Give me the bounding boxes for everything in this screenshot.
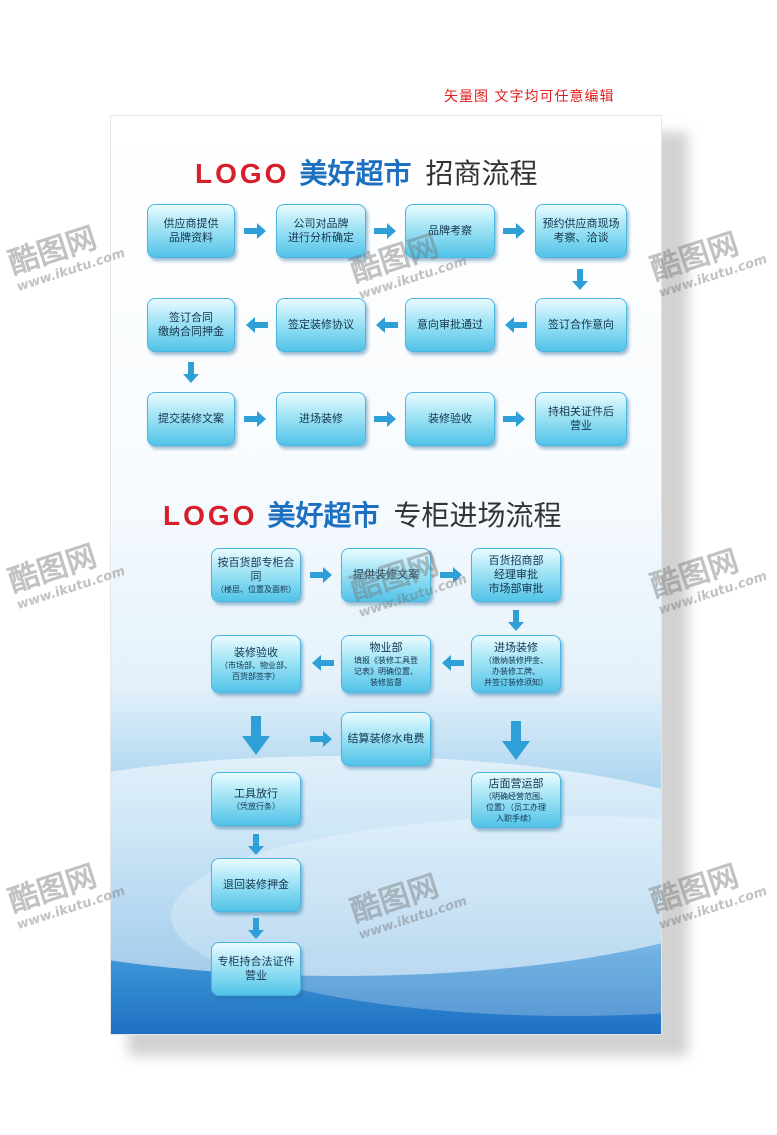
flow-step-site-visit: 预约供应商现场 考察、洽谈 [535, 204, 627, 258]
flow-step-contract-deposit: 签订合同 缴纳合同押金 [147, 298, 235, 352]
arrow-left-icon [505, 317, 527, 333]
flow-step-settle-utilities: 结算装修水电费 [341, 712, 431, 766]
arrow-down-icon [242, 716, 270, 755]
step-title: 物业部 [369, 640, 403, 654]
flow-step-decoration-check: 装修验收 [405, 392, 495, 446]
arrow-down-icon [572, 269, 588, 290]
arrow-left-icon [442, 655, 464, 671]
flow-step-manager-approval: 百货招商部 经理审批 市场部审批 [471, 548, 561, 602]
arrow-right-icon [503, 223, 525, 239]
flow-step-refund-deposit: 退回装修押金 [211, 858, 301, 912]
arrow-left-icon [246, 317, 268, 333]
flow-step-brand-analysis: 公司对品牌 进行分析确定 [276, 204, 366, 258]
wave-decoration [111, 756, 661, 976]
arrow-right-icon [310, 731, 332, 747]
step-detail: 填报《装修工具登 记表》明确位置、 装修监督 [354, 655, 418, 687]
store-name: 美好超市 [299, 157, 412, 190]
arrow-left-icon [312, 655, 334, 671]
step-title: 按百货部专柜合同 [217, 555, 295, 583]
flow-step-supply-brand: 供应商提供 品牌资料 [147, 204, 235, 258]
step-detail: （市场部、物业部、 百货部签字） [220, 661, 292, 681]
process-name: 专柜进场流程 [393, 499, 562, 532]
arrow-right-icon [440, 567, 462, 583]
store-name: 美好超市 [267, 499, 380, 532]
step-title: 店面营运部 [488, 776, 544, 790]
flow-step-decoration-agreement: 签定装修协议 [276, 298, 366, 352]
arrow-right-icon [244, 411, 266, 427]
arrow-down-icon [248, 918, 264, 939]
arrow-down-icon [248, 834, 264, 855]
flow-step-store-operations: 店面营运部（明确经营范围、 位置）（员工办理 入职手续） [471, 772, 561, 828]
arrow-right-icon [310, 567, 332, 583]
flow-step-intent-sign: 签订合作意向 [535, 298, 627, 352]
arrow-down-icon [183, 362, 199, 383]
step-detail: （缴纳装修押金、 办装修工牌、 并签订装修须知） [484, 655, 548, 687]
step-title: 工具放行 [234, 786, 278, 800]
process-name: 招商流程 [425, 157, 538, 190]
flow-step-open-business: 持相关证件后 营业 [535, 392, 627, 446]
arrow-down-icon [508, 610, 524, 631]
vector-note: 矢量图 文字均可任意编辑 [444, 89, 615, 105]
flow-step-tool-release: 工具放行（凭放行条） [211, 772, 301, 826]
arrow-left-icon [376, 317, 398, 333]
flow-step-decoration-check: 装修验收 （市场部、物业部、 百货部签字） [211, 635, 301, 693]
arrow-right-icon [374, 223, 396, 239]
logo-text: LOGO [163, 500, 258, 531]
step-detail: （明确经营范围、 位置）（员工办理 入职手续） [484, 791, 548, 823]
arrow-right-icon [244, 223, 266, 239]
step-title: 进场装修 [494, 640, 538, 654]
flow-step-brand-inspection: 品牌考察 [405, 204, 495, 258]
logo-text: LOGO [195, 158, 290, 189]
flow-step-intent-approved: 意向审批通过 [405, 298, 495, 352]
flow-step-enter-decorate: 进场装修（缴纳装修押金、 办装修工牌、 并签订装修须知） [471, 635, 561, 693]
flow-step-enter-decorate: 进场装修 [276, 392, 366, 446]
flow-step-counter-contract: 按百货部专柜合同（楼层、位置及面积） [211, 548, 301, 602]
flow-step-provide-design: 提供装修文案 [341, 548, 431, 602]
step-detail: （楼层、位置及面积） [216, 584, 296, 594]
arrow-right-icon [374, 411, 396, 427]
flow-step-counter-open: 专柜持合法证件 营业 [211, 942, 301, 996]
step-title: 装修验收 [234, 646, 278, 659]
flow-step-property-dept: 物业部填报《装修工具登 记表》明确位置、 装修监督 [341, 635, 431, 693]
section2-title: LOGO 美好超市专柜进场流程 [163, 494, 561, 534]
section1-title: LOGO 美好超市招商流程 [195, 152, 537, 192]
arrow-down-icon [502, 721, 530, 760]
arrow-right-icon [503, 411, 525, 427]
step-detail: （凭放行条） [232, 801, 280, 811]
flow-step-submit-design: 提交装修文案 [147, 392, 235, 446]
